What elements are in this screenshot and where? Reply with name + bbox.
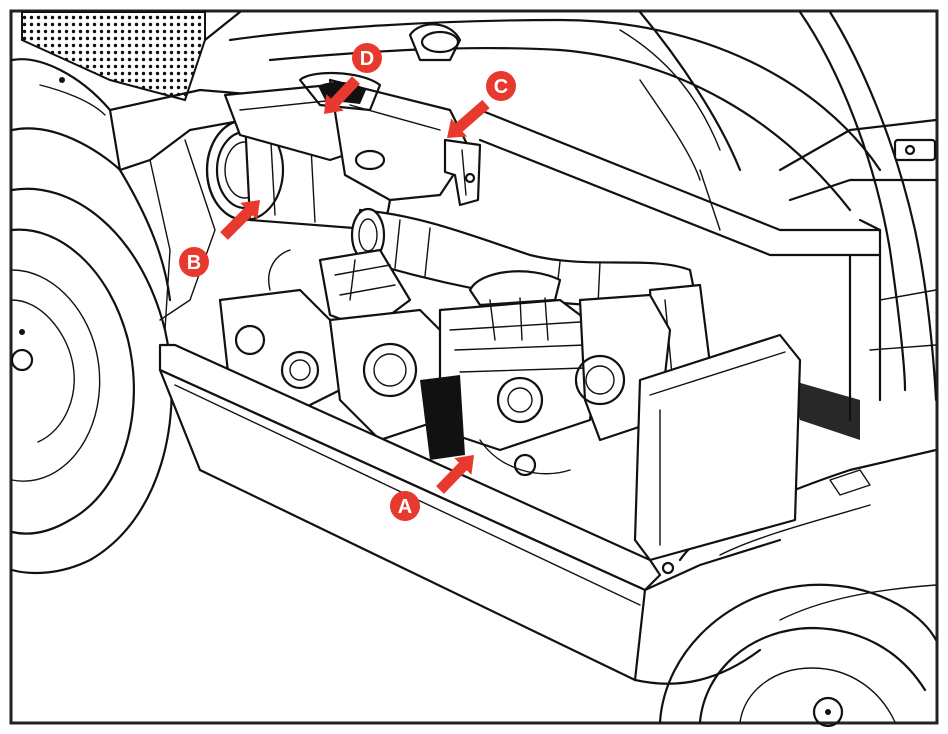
hood-frame bbox=[203, 10, 938, 422]
bottom-tray bbox=[158, 343, 871, 685]
callout-arrow-b bbox=[220, 200, 260, 240]
callout-arrow-d bbox=[324, 76, 361, 114]
perforated-grille bbox=[21, 11, 206, 102]
callout-arrow-shape bbox=[447, 99, 490, 138]
callout-label-b: B bbox=[187, 252, 201, 274]
callout-label-d: D bbox=[360, 48, 374, 70]
callout-label-a: A bbox=[398, 496, 412, 518]
callout-badge-b: B bbox=[179, 247, 209, 277]
left-wheel bbox=[10, 187, 173, 575]
right-wheel bbox=[658, 583, 938, 728]
right-housing bbox=[778, 118, 938, 440]
callout-label-c: C bbox=[494, 76, 508, 98]
callout-arrow-shape bbox=[324, 76, 361, 114]
callout-arrow-shape bbox=[436, 455, 474, 494]
callout-badge-d: D bbox=[352, 43, 382, 73]
figure-border bbox=[9, 9, 939, 725]
callout-badge-a: A bbox=[390, 491, 420, 521]
mounting-bracket bbox=[408, 23, 482, 207]
callout-arrow-c bbox=[447, 99, 490, 138]
callout-arrow-shape bbox=[220, 200, 260, 240]
callout-arrow-a bbox=[436, 455, 474, 494]
callout-badge-c: C bbox=[486, 71, 516, 101]
coolant-tank bbox=[633, 333, 802, 562]
